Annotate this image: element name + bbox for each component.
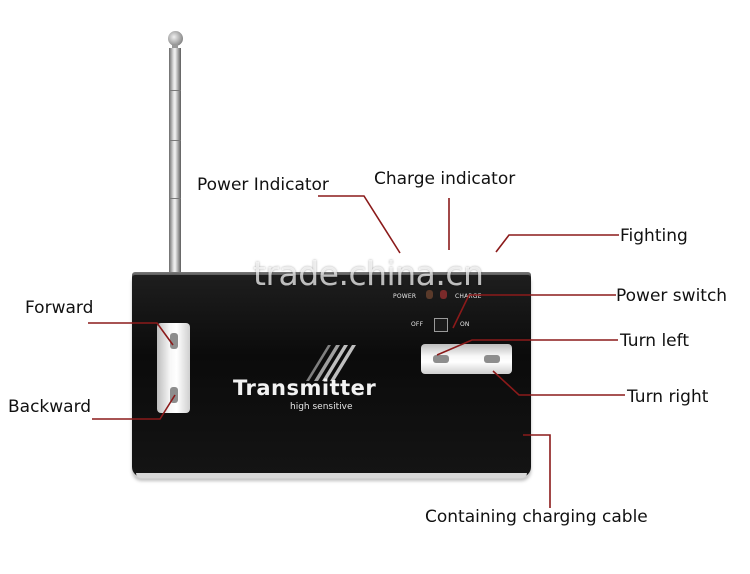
label-fighting: Fighting <box>620 226 688 246</box>
leader-forward <box>88 322 174 346</box>
brand-subtitle: high sensitive <box>290 402 353 412</box>
leader-power-switch <box>452 294 616 329</box>
switch-off-label: OFF <box>411 321 424 328</box>
antenna-neck <box>172 44 178 50</box>
power-led-label: POWER <box>393 293 417 300</box>
label-turn-right: Turn right <box>627 387 709 407</box>
label-backward: Backward <box>8 397 92 417</box>
power-led <box>426 290 433 299</box>
power-switch[interactable] <box>434 318 448 332</box>
antenna-segment <box>169 140 181 141</box>
lever-slot <box>170 333 178 349</box>
label-power-indicator: Power Indicator <box>197 175 329 195</box>
label-turn-left: Turn left <box>620 331 689 351</box>
leader-turn-left <box>436 339 618 356</box>
lever-slot <box>484 355 500 363</box>
device-base-edge <box>136 473 527 478</box>
label-power-switch: Power switch <box>616 286 728 306</box>
transmitter-body <box>132 275 531 477</box>
switch-on-label: ON <box>460 321 470 328</box>
leader-power-indicator <box>318 195 401 254</box>
brand-stripes-icon <box>306 345 356 381</box>
label-forward: Forward <box>25 298 94 318</box>
leader-turn-right <box>492 370 625 396</box>
antenna-segment <box>169 90 181 91</box>
label-charging-cable: Containing charging cable <box>425 507 648 527</box>
antenna-segment <box>169 198 181 199</box>
brand-name: Transmitter <box>233 376 377 400</box>
label-charge-indicator: Charge indicator <box>374 169 516 189</box>
antenna-rod <box>169 48 181 278</box>
charge-led <box>440 290 447 299</box>
leader-backward <box>92 394 176 420</box>
leader-charging-cable <box>523 434 551 508</box>
left-right-lever[interactable] <box>421 344 512 374</box>
leader-fighting <box>495 234 619 253</box>
watermark: trade.china.cn <box>253 254 484 293</box>
lever-slot <box>170 387 178 403</box>
lever-slot <box>433 355 449 363</box>
antenna-tip <box>168 31 183 46</box>
